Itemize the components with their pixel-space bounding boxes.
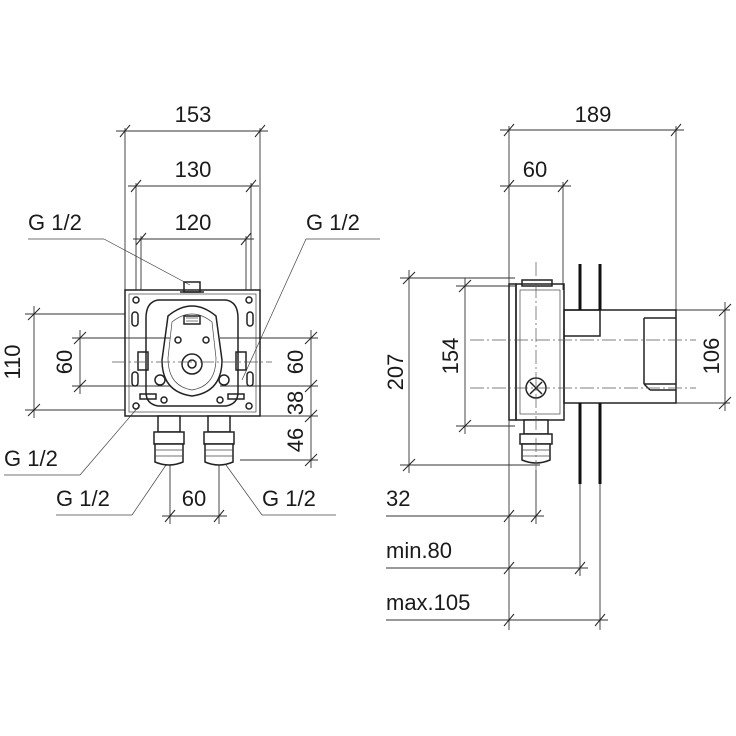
mounting-plate (124, 289, 261, 417)
dimension-text: 130 (175, 157, 212, 182)
dimension-text: 153 (175, 102, 212, 127)
thread-text: G 1/2 (306, 210, 360, 235)
outlet-right (203, 415, 235, 466)
side-view: 189 60 207 154 (383, 102, 732, 630)
dimension-width-153: 153 (116, 102, 268, 290)
thread-text: G 1/2 (56, 486, 110, 511)
dimension-width-120: 120 (133, 210, 254, 290)
dimension-text: 60 (182, 486, 206, 511)
thread-label-top-left: G 1/2 (28, 210, 191, 286)
dimension-depth-32: 32 (386, 470, 544, 524)
thread-text: G 1/2 (28, 210, 82, 235)
dimension-height-154: 154 (438, 278, 515, 434)
dimension-depth-max: max.105 (386, 484, 608, 630)
dimension-right-stack: 60 38 46 (220, 330, 318, 468)
dimension-depth-min: min.80 (386, 484, 588, 576)
dimension-height-207: 207 (383, 270, 540, 473)
thread-label-bottom-right: G 1/2 (225, 464, 336, 516)
dimension-text: 120 (175, 210, 212, 235)
front-view: 153 130 120 G 1/2 G 1/2 (0, 102, 380, 524)
outlet-left (153, 415, 185, 466)
valve-side-body (508, 264, 677, 484)
dimension-text: 46 (283, 428, 308, 452)
dimension-text: 60 (523, 157, 547, 182)
dimension-text: max.105 (386, 590, 470, 615)
dimension-text: 110 (0, 344, 25, 379)
dimension-text: min.80 (386, 538, 452, 563)
dimension-text: 207 (383, 354, 408, 391)
dimension-text: 154 (438, 338, 463, 375)
thread-label-top-right: G 1/2 (241, 210, 380, 381)
dimension-text: 38 (283, 391, 308, 415)
thread-label-left: G 1/2 (4, 404, 141, 476)
dimension-depth-60: 60 (500, 157, 571, 290)
thread-text: G 1/2 (4, 446, 58, 471)
dimension-width-130: 130 (128, 157, 259, 290)
dimension-height-60-left: 60 (52, 330, 170, 394)
dimension-text: 60 (283, 350, 308, 374)
dimension-height-106: 106 (676, 302, 732, 411)
dimension-text: 106 (699, 338, 724, 375)
thread-label-bottom-left: G 1/2 (56, 464, 167, 516)
thread-text: G 1/2 (262, 486, 316, 511)
dimension-text: 60 (52, 350, 77, 374)
dimension-text: 189 (575, 102, 612, 127)
dimension-text: 32 (386, 486, 410, 511)
dimension-height-110: 110 (0, 306, 125, 418)
valve-body (137, 281, 247, 407)
